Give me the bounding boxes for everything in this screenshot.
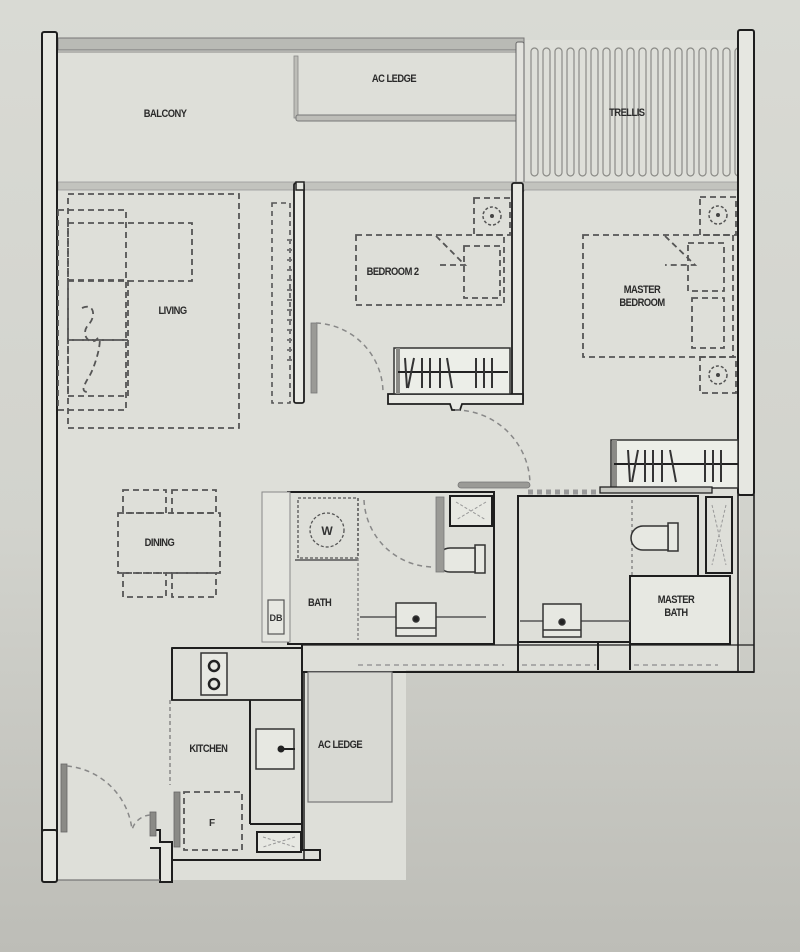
bedroom-2-door-swing xyxy=(315,322,384,394)
bedroom-2-ceiling-fan-icon xyxy=(482,206,502,226)
bath-door-swing xyxy=(363,499,435,568)
master-door-swing xyxy=(454,409,531,485)
label-master-bath-line1: MASTER xyxy=(657,594,695,606)
bath-basin-icon xyxy=(360,602,486,637)
label-balcony: BALCONY xyxy=(143,108,187,120)
label-master-bedroom-line2: BEDROOM xyxy=(619,297,665,309)
ac-ledge-bottom-area xyxy=(303,671,393,860)
label-dining: DINING xyxy=(144,537,175,549)
balcony-zone xyxy=(57,37,739,193)
label-ac-ledge-top: AC LEDGE xyxy=(371,73,417,85)
kitchen-hob-icon xyxy=(200,652,228,696)
master-bedroom-bed xyxy=(582,196,737,394)
outer-walls xyxy=(41,29,755,881)
master-bath-walls xyxy=(517,495,733,670)
label-master-bath: MASTER BATH xyxy=(649,594,703,620)
master-basin-icon xyxy=(520,603,630,638)
window-upper-cross xyxy=(455,501,487,521)
bedroom-2-bed xyxy=(355,197,511,306)
bedroom-2-wardrobe xyxy=(393,347,511,395)
kitchen-bottom-wall xyxy=(150,829,173,883)
label-living: LIVING xyxy=(158,305,187,317)
master-wardrobe xyxy=(599,439,739,494)
bath-toilet-icon xyxy=(437,544,486,574)
label-master-bedroom-line1: MASTER xyxy=(623,284,661,296)
dining-table xyxy=(117,489,221,598)
living-furniture xyxy=(57,193,240,429)
washer-icon: W xyxy=(309,512,345,548)
kitchen-walls xyxy=(171,647,321,861)
label-ac-ledge-bottom: AC LEDGE xyxy=(317,739,363,751)
svg-text:DB: DB xyxy=(270,613,283,623)
label-trellis: TRELLIS xyxy=(609,107,645,119)
bedroom-2-walls xyxy=(293,182,524,411)
label-bedroom-2: BEDROOM 2 xyxy=(366,266,420,278)
label-bath: BATH xyxy=(308,597,332,609)
window-kitchen-cross xyxy=(262,836,296,848)
label-master-bedroom: MASTER BEDROOM xyxy=(610,284,675,310)
kitchen-sink-icon xyxy=(255,728,295,770)
window-right-cross xyxy=(711,504,727,566)
master-door-panel xyxy=(457,481,531,489)
svg-text:W: W xyxy=(321,524,333,538)
tv-console-ticks xyxy=(287,239,292,361)
master-ceiling-fan-icon xyxy=(708,205,728,385)
fridge: F xyxy=(183,791,243,851)
trellis-slats xyxy=(529,44,737,184)
label-kitchen: KITCHEN xyxy=(189,743,228,755)
bedroom-2-door-panel xyxy=(310,322,318,394)
kitchen-door-panel xyxy=(173,791,181,848)
svg-text:F: F xyxy=(209,818,215,829)
label-master-bath-line2: BATH xyxy=(664,607,688,619)
column-marker xyxy=(295,181,305,191)
entrance-door xyxy=(41,763,160,883)
master-toilet-icon xyxy=(630,522,679,552)
db-box: DB xyxy=(267,599,285,635)
tv-console xyxy=(271,202,291,404)
bath-shower-panel xyxy=(435,496,445,573)
